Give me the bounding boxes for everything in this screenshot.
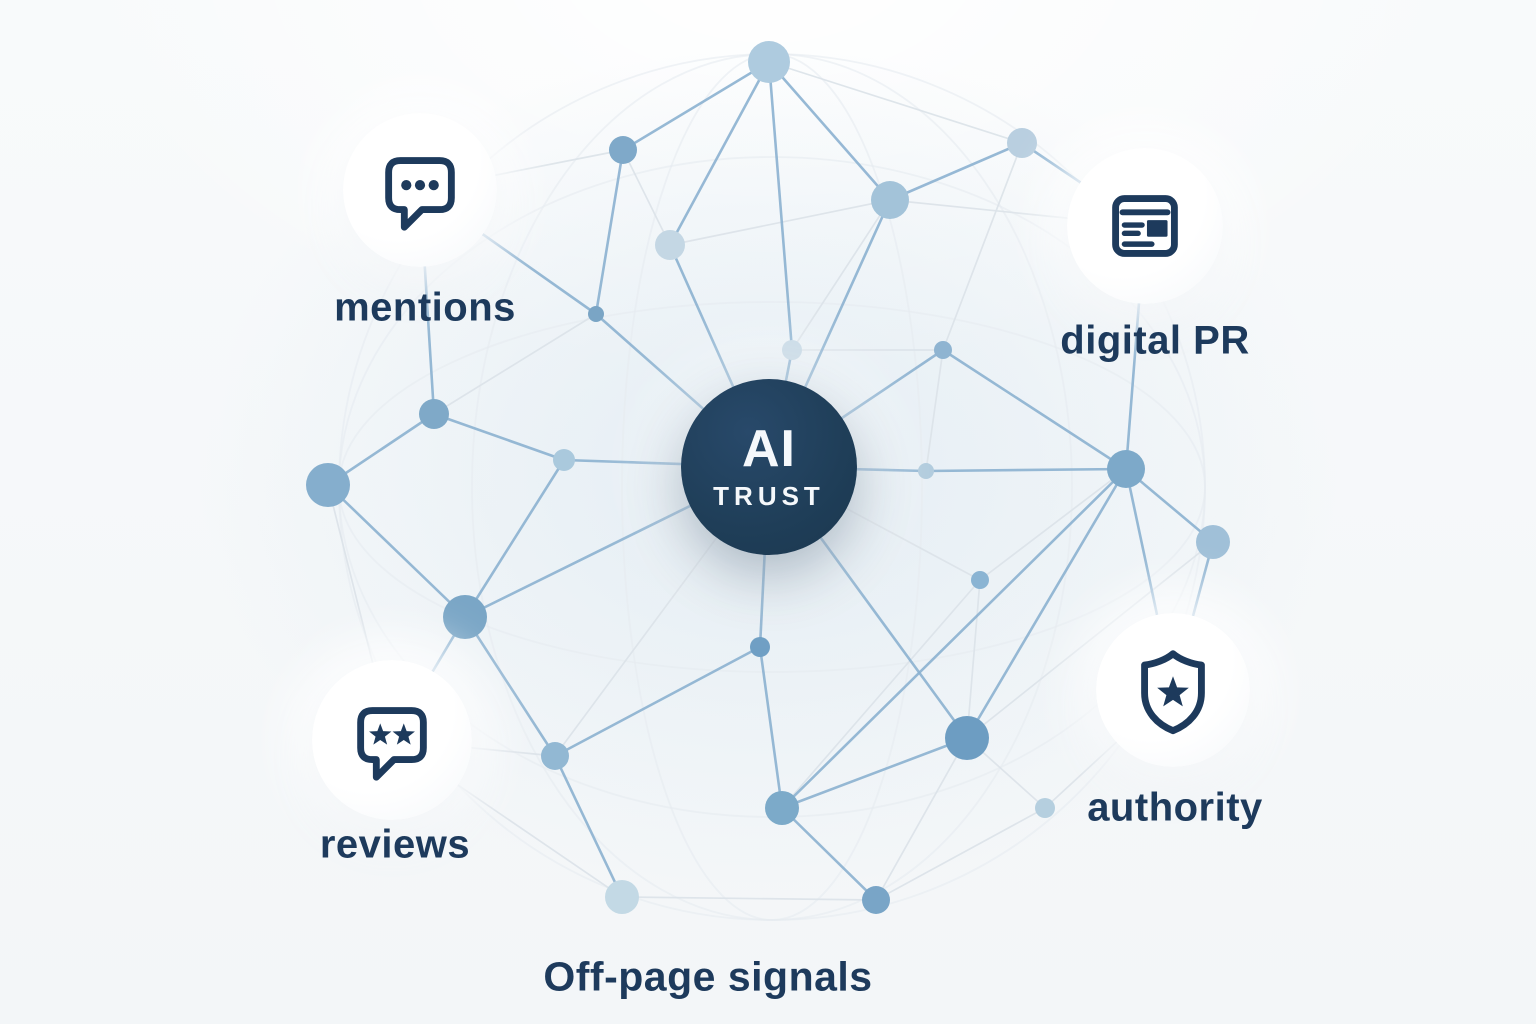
network-edge (780, 806, 878, 902)
network-edge (781, 579, 981, 809)
network-edge (553, 754, 624, 899)
network-edge (925, 349, 944, 472)
network-node (306, 463, 350, 507)
network-node (419, 399, 449, 429)
network-edge (979, 468, 1127, 581)
network-node (748, 41, 790, 83)
network-node (750, 637, 770, 657)
network-edge (553, 645, 762, 758)
network-edge (768, 61, 1023, 144)
network-node (541, 742, 569, 770)
network-edge (463, 458, 566, 619)
network-edge (463, 615, 557, 758)
digital-pr-label: digital PR (1060, 318, 1250, 363)
network-edge (780, 736, 969, 810)
network-node (934, 341, 952, 359)
network-edge (888, 141, 1024, 202)
network-edge (924, 467, 1128, 473)
shield-star-icon (1141, 650, 1205, 735)
diagram-title: Off-page signals (543, 953, 873, 1000)
network-node (588, 306, 604, 322)
network-node (971, 571, 989, 589)
network-edge (965, 467, 1128, 740)
network-node (605, 880, 639, 914)
network-node (918, 463, 934, 479)
network-edge (594, 148, 625, 316)
network-node (1035, 798, 1055, 818)
network-node (553, 449, 575, 471)
network-edge (668, 60, 771, 247)
network-node (1007, 128, 1037, 158)
network-node (871, 181, 909, 219)
network-edge (791, 199, 891, 351)
authority-label: authority (1087, 785, 1263, 830)
network-edge (622, 149, 671, 246)
mentions-label: mentions (334, 285, 516, 330)
network-node (765, 791, 799, 825)
chat-dots-icon (385, 157, 455, 231)
network-edge (941, 348, 1128, 471)
network-node (655, 230, 685, 260)
network-edge (433, 313, 597, 415)
network-node (1196, 525, 1230, 559)
network-edge (767, 60, 794, 352)
network-node (609, 136, 637, 164)
network-node (782, 340, 802, 360)
mentions-node (343, 113, 497, 267)
network-edge (767, 60, 892, 202)
ai-trust-title: AI (742, 420, 796, 479)
chat-stars-icon (357, 707, 427, 781)
reviews-label: reviews (319, 822, 471, 867)
ai-trust-subtitle: TRUST (713, 480, 825, 511)
network-node (862, 886, 890, 914)
network-edge (432, 412, 566, 462)
network-edge (669, 199, 891, 246)
network-edge (966, 579, 981, 739)
network-node (1107, 450, 1145, 488)
network-node (945, 716, 989, 760)
authority-node (1096, 613, 1250, 767)
browser-article-icon (1112, 195, 1178, 257)
network-edge (621, 896, 877, 901)
reviews-node (312, 660, 472, 820)
network-edge (326, 483, 467, 619)
network-edge (621, 60, 771, 152)
ai-trust-node: AI TRUST (681, 379, 857, 555)
network-edge (875, 737, 968, 901)
network-edge (942, 142, 1023, 351)
network-edge (966, 541, 1214, 739)
network-edge (758, 645, 784, 810)
network-edge (780, 467, 1128, 810)
digital-pr-node (1067, 148, 1223, 304)
network-node (443, 595, 487, 639)
network-edge (875, 807, 1046, 901)
